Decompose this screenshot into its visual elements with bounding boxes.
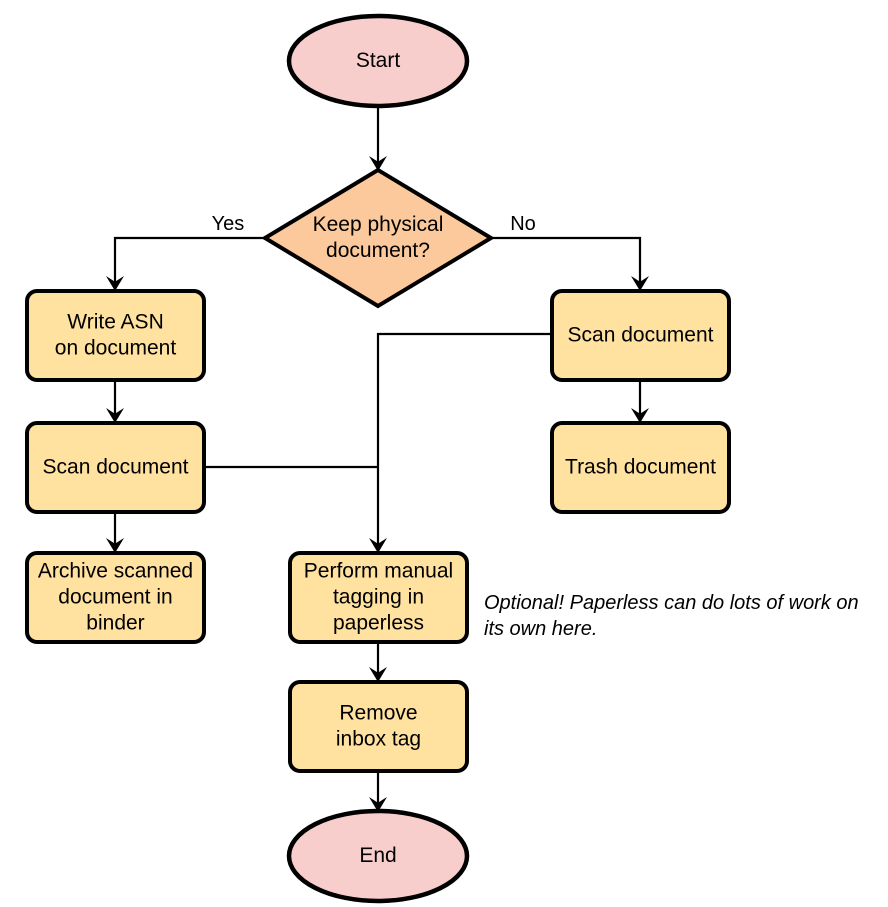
- node-label-remove-inbox-tag: Remove inbox tag: [336, 701, 421, 750]
- node-shape-rect[interactable]: [25, 551, 206, 644]
- node-label-start: Start: [356, 49, 401, 72]
- node-label-line: paperless: [333, 611, 424, 634]
- edge-scan-left-to-archive: [106, 512, 124, 553]
- arrowhead-icon: [106, 538, 124, 553]
- node-write-asn[interactable]: Write ASN on document: [25, 289, 206, 382]
- node-label-line: document?: [326, 239, 430, 262]
- node-label-line: Write ASN: [67, 310, 163, 333]
- node-label-line: Start: [356, 49, 401, 72]
- node-archive-binder[interactable]: Archive scanned document in binder: [25, 551, 206, 644]
- node-label-line: Archive scanned: [38, 559, 193, 582]
- node-end[interactable]: End: [286, 808, 470, 904]
- edge-decision-no-to-scan-right: No: [491, 213, 649, 291]
- edge-label-decision-yes-to-write-asn: Yes: [212, 213, 245, 235]
- annotation-optional-note: Optional! Paperless can do lots of work …: [484, 592, 859, 640]
- edge-path: [113, 236, 265, 284]
- node-shape-rect[interactable]: [550, 421, 731, 514]
- node-label-line: Keep physical: [313, 213, 444, 236]
- arrowhead-icon: [106, 276, 124, 291]
- arrowhead-icon: [631, 408, 649, 423]
- node-label-line: Scan document: [568, 323, 714, 346]
- node-shape-ellipse[interactable]: [286, 13, 470, 109]
- node-label-scan-document-left: Scan document: [43, 455, 189, 478]
- node-trash-document[interactable]: Trash document: [550, 421, 731, 514]
- node-remove-inbox-tag[interactable]: Remove inbox tag: [288, 680, 469, 773]
- node-shape-rect[interactable]: [25, 289, 206, 382]
- node-label-line: on document: [55, 336, 177, 359]
- node-label-scan-document-right: Scan document: [568, 323, 714, 346]
- node-label-line: Trash document: [565, 455, 716, 478]
- node-label-end: End: [359, 844, 396, 867]
- node-label-write-asn: Write ASN on document: [55, 310, 177, 359]
- node-label-line: Remove: [339, 701, 417, 724]
- arrowhead-icon: [369, 538, 387, 553]
- arrowhead-icon: [106, 408, 124, 423]
- node-label-manual-tagging: Perform manual tagging in paperless: [304, 559, 453, 634]
- arrowhead-icon: [631, 276, 649, 291]
- node-label-line: inbox tag: [336, 727, 421, 750]
- arrowhead-icon: [369, 156, 387, 171]
- edge-path: [491, 236, 642, 284]
- node-shape-rect[interactable]: [288, 551, 469, 644]
- node-shape-rect[interactable]: [25, 421, 206, 514]
- node-shape-rect[interactable]: [550, 289, 731, 382]
- edge-path: [376, 332, 552, 546]
- annotation-line: its own here.: [484, 618, 597, 640]
- edge-decision-yes-to-write-asn: Yes: [106, 213, 265, 291]
- edges-layer: Yes No: [106, 106, 649, 812]
- arrowhead-icon: [369, 667, 387, 682]
- node-label-line: Perform manual: [304, 559, 453, 582]
- node-label-line: tagging in: [333, 585, 424, 608]
- edge-scan-right-to-trash: [631, 380, 649, 423]
- node-label-keep-physical: Keep physical document?: [313, 213, 444, 262]
- node-scan-document-right[interactable]: Scan document: [550, 289, 731, 382]
- edge-remove-inbox-tag-to-end: [369, 771, 387, 812]
- node-label-archive-binder: Archive scanned document in binder: [38, 559, 193, 634]
- edge-write-asn-to-scan-left: [106, 380, 124, 423]
- edge-scan-right-to-manual-tagging: [369, 332, 552, 553]
- edge-label-decision-no-to-scan-right: No: [510, 213, 536, 235]
- node-label-line: document in: [58, 585, 172, 608]
- node-shape-diamond[interactable]: [261, 167, 495, 309]
- node-label-line: End: [359, 844, 396, 867]
- annotations-layer: Optional! Paperless can do lots of work …: [484, 592, 859, 640]
- node-shape-rect[interactable]: [288, 680, 469, 773]
- node-keep-physical[interactable]: Keep physical document?: [261, 167, 495, 309]
- node-shape-ellipse[interactable]: [286, 808, 470, 904]
- arrowhead-icon: [369, 797, 387, 812]
- edge-manual-tagging-to-remove-inbox-tag: [369, 642, 387, 682]
- node-manual-tagging[interactable]: Perform manual tagging in paperless: [288, 551, 469, 644]
- node-label-line: Scan document: [43, 455, 189, 478]
- node-label-line: binder: [86, 611, 144, 634]
- node-scan-document-left[interactable]: Scan document: [25, 421, 206, 514]
- node-label-trash-document: Trash document: [565, 455, 716, 478]
- annotation-line: Optional! Paperless can do lots of work …: [484, 592, 859, 614]
- edge-start-to-decision: [369, 106, 387, 171]
- node-start[interactable]: Start: [286, 13, 470, 109]
